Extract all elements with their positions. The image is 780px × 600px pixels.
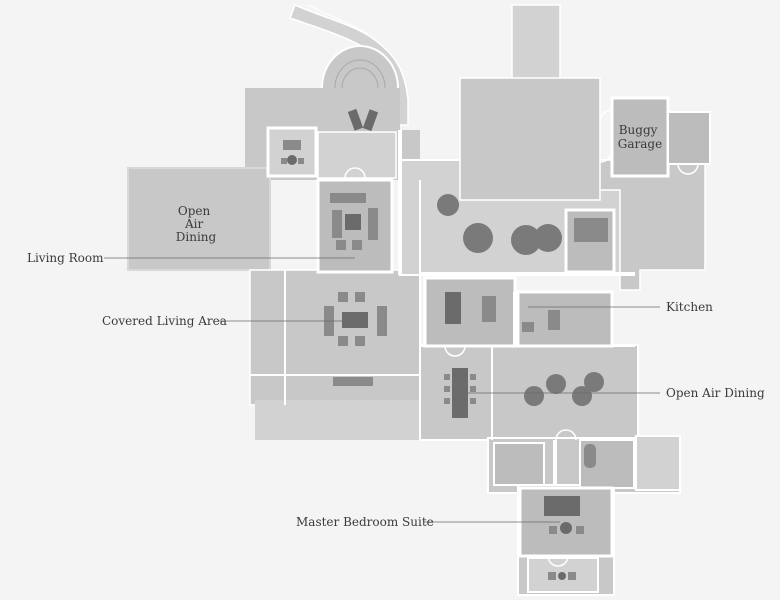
plants [437, 194, 604, 406]
callout-master-bedroom-suite: Master Bedroom Suite [296, 515, 434, 529]
callout-kitchen: Kitchen [666, 300, 713, 314]
room-label-buggy-garage: Buggy Garage [618, 123, 662, 151]
doors [344, 109, 699, 567]
entrance-court [321, 45, 399, 101]
walls [250, 130, 635, 485]
leader-lines [104, 257, 660, 523]
callout-open-air-dining: Open Air Dining [666, 386, 765, 400]
furniture [281, 108, 608, 580]
callout-covered-living-area: Covered Living Area [102, 314, 227, 328]
room-label-open-air-dining-west: Open Air Dining [176, 204, 217, 244]
callout-living-room: Living Room [27, 251, 104, 265]
